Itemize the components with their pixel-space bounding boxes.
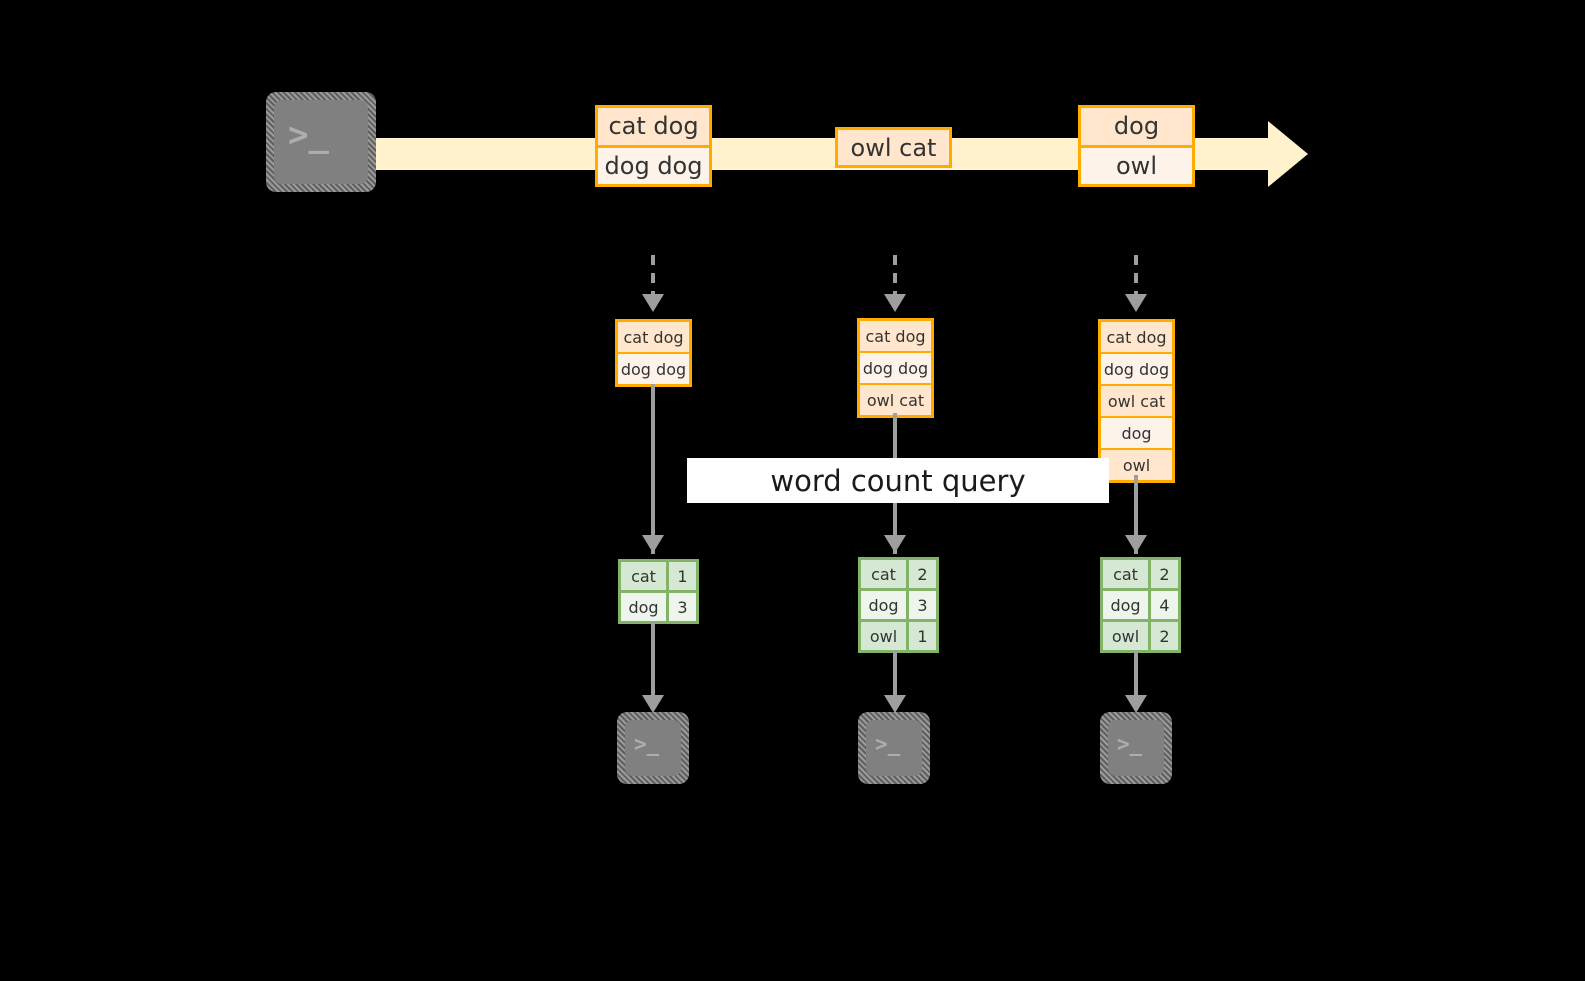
sink-terminal-icon-2: >_: [858, 712, 930, 784]
result-row: cat 1: [621, 562, 696, 590]
sink-connector-3: [1134, 650, 1138, 705]
result-row: dog 4: [1103, 588, 1178, 619]
query-connector-3: [1134, 475, 1138, 554]
result-row: dog 3: [621, 590, 696, 621]
buffer-line: cat dog: [1106, 327, 1167, 347]
result-word: cat: [1113, 564, 1138, 584]
dashed-connector-1-arrowhead: [642, 294, 664, 312]
buffer-snapshot-3: cat dog dog dog owl cat dog owl: [1098, 319, 1175, 483]
buffer-line: dog dog: [1101, 352, 1172, 384]
result-word: dog: [621, 593, 666, 621]
dashed-connector-3-arrowhead: [1125, 294, 1147, 312]
terminal-screen: >_: [1108, 720, 1164, 776]
result-count: 3: [666, 593, 696, 621]
buffer-line: dog dog: [618, 352, 689, 384]
stream-event-2: owl cat: [835, 127, 952, 168]
dashed-connector-3: [1134, 255, 1138, 297]
stream-event-line: owl: [1081, 144, 1192, 184]
result-count: 1: [906, 622, 936, 650]
result-count: 2: [1148, 622, 1178, 650]
stream-arrow-head: [1268, 121, 1308, 187]
stream-event-line: cat dog: [608, 112, 699, 141]
terminal-prompt-glyph: >_: [875, 732, 901, 756]
result-row: owl 1: [861, 619, 936, 650]
sink-connector-2-arrowhead: [884, 695, 906, 713]
terminal-prompt-glyph: >_: [1117, 732, 1143, 756]
terminal-screen: >_: [866, 720, 922, 776]
result-word: cat: [631, 566, 656, 586]
sink-connector-1: [651, 622, 655, 705]
result-row: dog 3: [861, 588, 936, 619]
result-table-1: cat 1 dog 3: [618, 559, 699, 624]
query-connector-3-arrowhead: [1125, 535, 1147, 553]
terminal-prompt-glyph: >_: [634, 732, 660, 756]
result-row: owl 2: [1103, 619, 1178, 650]
buffer-line: cat dog: [865, 326, 926, 346]
result-word: owl: [869, 626, 898, 646]
stream-event-line: dog: [1113, 112, 1160, 141]
sink-connector-1-arrowhead: [642, 695, 664, 713]
stream-event-1: cat dog dog dog: [595, 105, 712, 187]
result-count: 4: [1148, 591, 1178, 619]
sink-terminal-icon-1: >_: [617, 712, 689, 784]
source-terminal-icon: >_: [266, 92, 376, 192]
result-row: cat 2: [1103, 560, 1178, 588]
result-word: cat: [871, 564, 896, 584]
buffer-line: dog dog: [860, 351, 931, 383]
stream-event-line: owl cat: [850, 133, 937, 162]
dashed-connector-1: [651, 255, 655, 297]
terminal-screen: >_: [274, 100, 368, 184]
result-count: 1: [666, 562, 696, 590]
result-count: 2: [1148, 560, 1178, 588]
terminal-prompt-glyph: >_: [288, 115, 329, 155]
buffer-line: owl cat: [860, 383, 931, 415]
result-count: 3: [906, 591, 936, 619]
query-connector-1: [651, 384, 655, 554]
query-label: word count query: [687, 458, 1109, 503]
buffer-line: owl cat: [1101, 384, 1172, 416]
sink-terminal-icon-3: >_: [1100, 712, 1172, 784]
result-word: dog: [1103, 591, 1148, 619]
buffer-snapshot-2: cat dog dog dog owl cat: [857, 318, 934, 418]
result-count: 2: [906, 560, 936, 588]
terminal-screen: >_: [625, 720, 681, 776]
result-row: cat 2: [861, 560, 936, 588]
sink-connector-2: [893, 650, 897, 705]
result-word: dog: [861, 591, 906, 619]
result-word: owl: [1111, 626, 1140, 646]
buffer-line: cat dog: [623, 327, 684, 347]
query-connector-2-arrowhead: [884, 535, 906, 553]
stream-event-3: dog owl: [1078, 105, 1195, 187]
buffer-line: dog: [1101, 416, 1172, 448]
sink-connector-3-arrowhead: [1125, 695, 1147, 713]
result-table-2: cat 2 dog 3 owl 1: [858, 557, 939, 653]
query-connector-1-arrowhead: [642, 535, 664, 553]
result-table-3: cat 2 dog 4 owl 2: [1100, 557, 1181, 653]
stream-event-line: dog dog: [598, 144, 709, 184]
buffer-snapshot-1: cat dog dog dog: [615, 319, 692, 387]
dashed-connector-2: [893, 255, 897, 297]
buffer-line: owl: [1101, 448, 1172, 480]
dashed-connector-2-arrowhead: [884, 294, 906, 312]
